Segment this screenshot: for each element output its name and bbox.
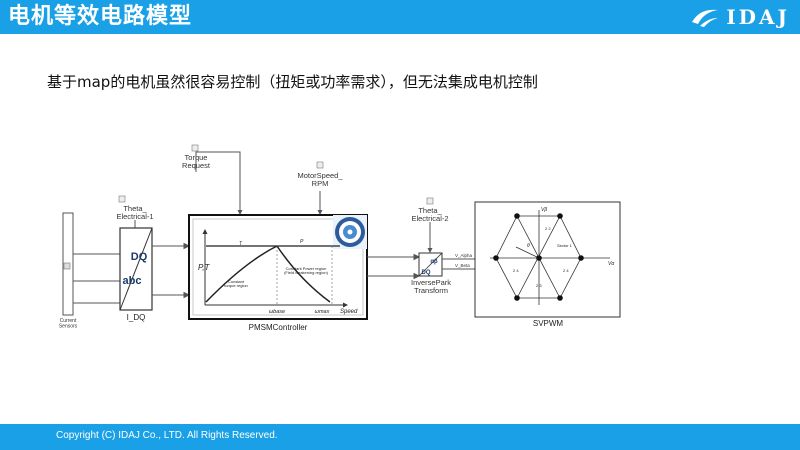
- vbeta-label: Vβ: [541, 207, 547, 213]
- idq-top-label: DQ: [131, 251, 148, 263]
- v-beta-label: V_Beta: [455, 263, 470, 268]
- header-bar: 电机等效电路模型 IDAJ: [0, 0, 800, 34]
- theta1-source: Theta_Electrical-1: [116, 195, 154, 228]
- sensor-wires: [73, 253, 120, 304]
- theta-label: θ: [527, 243, 530, 249]
- idq-wires: [152, 242, 191, 299]
- footer-bar: Copyright (C) IDAJ Co., LTD. All Rights …: [0, 424, 800, 450]
- sector-label-left: 2 4: [513, 268, 519, 273]
- invpark-bottom-label: DQ: [422, 270, 431, 276]
- torque-curve-label: T: [239, 241, 243, 247]
- idq-bottom-label: abc: [123, 275, 142, 287]
- omega-base-label: ωbase: [269, 309, 285, 315]
- svpwm-in-wires: V_Alpha V_Beta: [442, 253, 475, 270]
- omega-max-label: ωmax: [315, 309, 330, 315]
- theta2-source: Theta_Electrical-2: [411, 197, 449, 253]
- copyright-text: Copyright (C) IDAJ Co., LTD. All Rights …: [56, 430, 278, 441]
- svpwm-block: Vβ Vα Sector 1 θ 2 2 2 4 2 4 2 3 SVPWM: [474, 201, 621, 328]
- motor-speed-source: MotorSpeed_RPM: [297, 161, 343, 215]
- controller-caption: PMSMController: [249, 323, 308, 332]
- idq-caption: I_DQ: [127, 313, 146, 322]
- sector-label-right: 2 4: [563, 268, 569, 273]
- motor-speed-label: MotorSpeed_RPM: [297, 171, 343, 188]
- idaj-logo: IDAJ: [690, 4, 790, 30]
- sector-label-top: 2 2: [545, 226, 551, 231]
- power-curve-label: P: [300, 239, 304, 245]
- invpark-top-label: αβ: [430, 259, 438, 265]
- idq-block: DQ abc I_DQ: [119, 227, 153, 322]
- svpwm-caption: SVPWM: [533, 319, 564, 328]
- controller-out-wires: [367, 253, 421, 280]
- sector-label-bottom: 2 3: [536, 283, 542, 288]
- x-axis-label: Speed: [340, 309, 358, 315]
- logo-text: IDAJ: [726, 5, 790, 29]
- motor-icon: [333, 215, 367, 249]
- y-axis-label: P,T: [198, 263, 211, 272]
- subtitle: 基于map的电机虽然很容易控制（扭矩或功率需求），但无法集成电机控制: [47, 73, 538, 91]
- v-alpha-label: V_Alpha: [455, 253, 473, 258]
- region2-label: Constant Power region(Field weakening re…: [284, 266, 328, 275]
- valpha-label: Vα: [608, 261, 614, 267]
- page-title: 电机等效电路模型: [8, 4, 193, 29]
- sector-label: Sector 1: [557, 243, 573, 248]
- theta2-label: Theta_Electrical-2: [411, 206, 448, 223]
- theta1-label: Theta_Electrical-1: [116, 204, 153, 221]
- swoosh-icon: [692, 9, 719, 27]
